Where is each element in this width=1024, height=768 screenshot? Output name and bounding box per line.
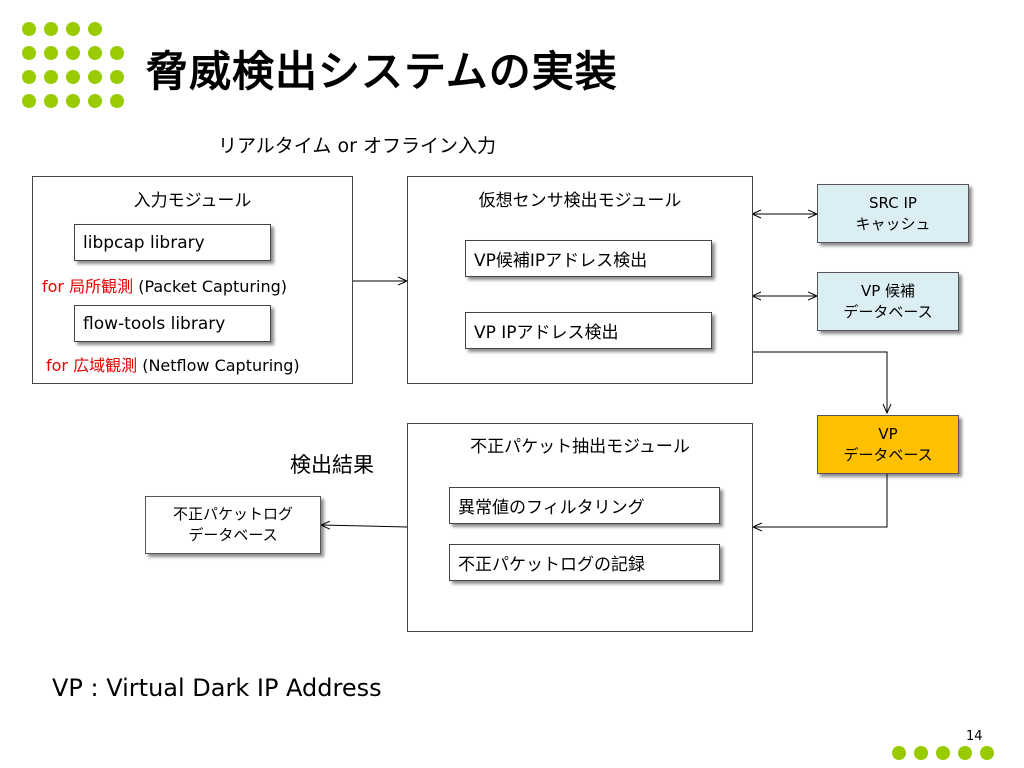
arrow-extract-to-log-db [321,525,408,527]
vp-candidate-detection-box: VP候補IPアドレス検出 [465,240,712,277]
libpcap-usage-text: for 局所観測 (Packet Capturing) [42,277,287,296]
arrow-vp-db-to-extract [753,474,888,527]
packet-log-record-label: 不正パケットログの記録 [458,555,645,575]
vp-candidate-db: VP 候補データベース [817,272,959,331]
vp-ip-detection-box: VP IPアドレス検出 [465,312,712,349]
flow-tools-usage-text: for 広域観測 (Netflow Capturing) [46,356,300,375]
input-module-box [32,176,353,384]
detection-result-label: 検出結果 [290,453,374,477]
packet-log-db: 不正パケットログデータベース [145,496,321,554]
sensor-module-box [407,176,753,384]
footnote-vp-definition: VP : Virtual Dark IP Address [52,674,382,702]
input-module-header: 入力モジュール [133,191,252,211]
extract-module-header: 不正パケット抽出モジュール [470,437,690,457]
anomaly-filtering-label: 異常値のフィルタリング [458,498,645,518]
arrow-sensor-to-vp-db [753,351,887,413]
page-title: 脅威検出システムの実装 [146,47,618,96]
flow-tools-library-label: flow-tools library [83,313,226,334]
anomaly-filtering-box: 異常値のフィルタリング [449,487,720,524]
sensor-module-header: 仮想センサ検出モジュール [478,191,682,211]
vp-candidate-detection-label: VP候補IPアドレス検出 [474,251,648,271]
flow-tools-library-box: flow-tools library [74,305,271,342]
extract-module-box [407,423,753,632]
libpcap-library-box: libpcap library [74,224,271,261]
page-number: 14 [966,729,983,744]
libpcap-library-label: libpcap library [83,232,205,253]
vp-ip-detection-label: VP IPアドレス検出 [474,323,619,343]
input-mode-subtitle: リアルタイム or オフライン入力 [218,135,496,157]
packet-log-record-box: 不正パケットログの記録 [449,544,720,581]
